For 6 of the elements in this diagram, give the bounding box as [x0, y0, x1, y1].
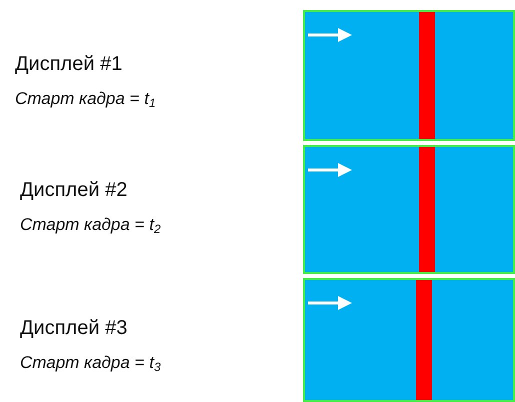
display-name: Дисплей #1: [15, 52, 122, 76]
display-name: Дисплей #3: [20, 316, 128, 340]
display-name: Дисплей #2: [20, 178, 128, 202]
frame-start-text: Старт кадра = t$_{1}$: [15, 88, 156, 110]
frame-start-text: Старт кадра = t$_{3}$: [20, 352, 161, 374]
frame-start-text: Старт кадра = t$_{2}$: [20, 214, 161, 236]
